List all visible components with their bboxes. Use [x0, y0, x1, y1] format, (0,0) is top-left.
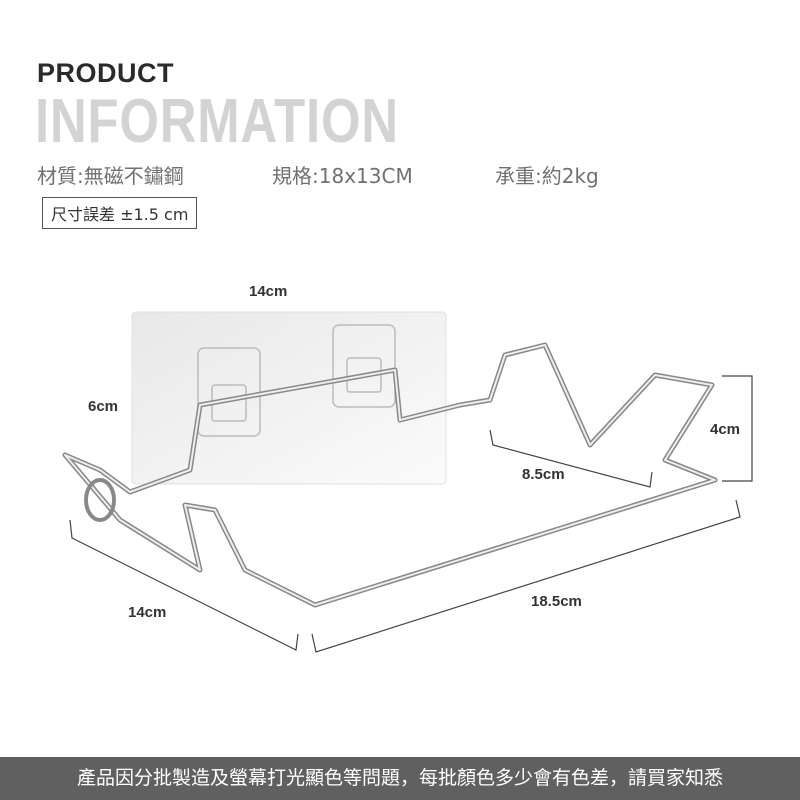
spec-value: 約2kg: [541, 164, 599, 188]
spec-label: 材質: [37, 164, 77, 188]
heading-product: PRODUCT: [37, 58, 174, 88]
tolerance-badge: 尺寸誤差 ±1.5 cm: [42, 197, 198, 229]
spec-load: 承重:約2kg: [495, 164, 599, 188]
adhesive-plate: [131, 311, 447, 485]
dim-depth: 14cm: [128, 604, 167, 621]
wire-rack: [62, 342, 718, 608]
spec-size: 規格:18x13CM: [272, 164, 413, 188]
dim-plate-width: 14cm: [249, 283, 288, 300]
product-illustration: [62, 311, 753, 653]
spec-label: 承重: [495, 164, 535, 188]
spec-material: 材質:無磁不鏽鋼: [37, 164, 184, 188]
spec-value: 無磁不鏽鋼: [83, 164, 184, 188]
spec-label: 規格: [272, 164, 312, 188]
disclaimer-footer: 產品因分批製造及螢幕打光顯色等問題，每批顏色多少會有色差，請買家知悉: [0, 757, 800, 800]
dim-height: 4cm: [710, 421, 741, 438]
dim-plate-height: 6cm: [88, 398, 119, 415]
heading-information: INFORMATION: [35, 87, 399, 156]
dimension-lines: [69, 375, 753, 653]
spec-value: 18x13CM: [318, 164, 413, 188]
dim-inner-width: 8.5cm: [522, 466, 565, 483]
dim-length: 18.5cm: [531, 593, 582, 610]
